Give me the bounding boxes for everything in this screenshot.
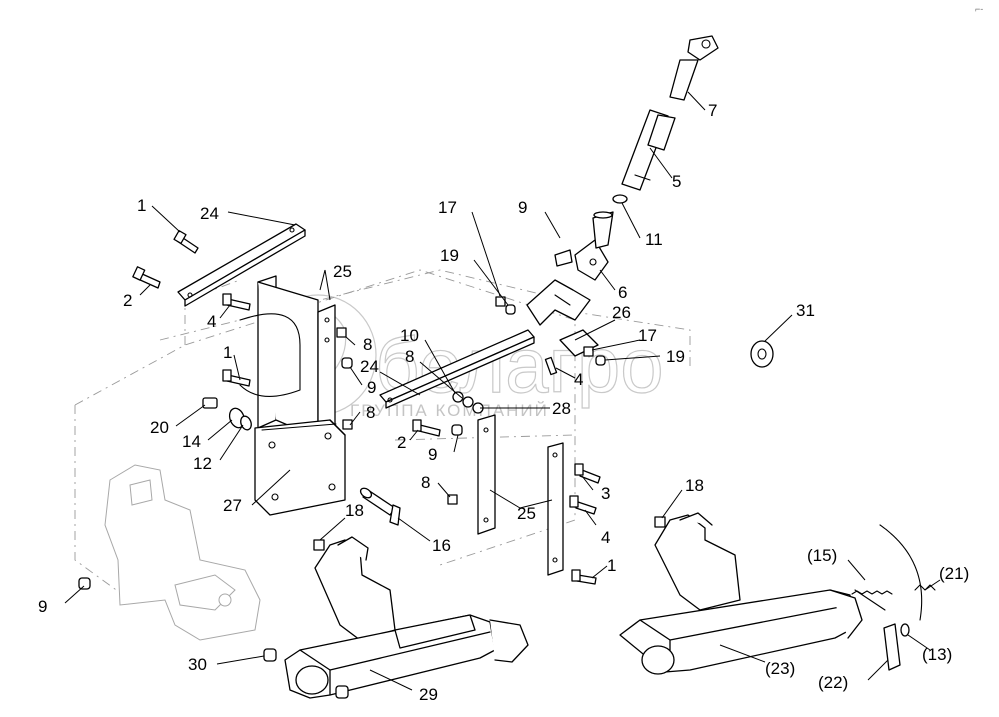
callout-27: 27 [223,496,242,515]
part-6-bracket [574,211,614,281]
callout-9: 9 [367,378,376,397]
callout-5: 5 [672,172,681,191]
watermark-subtitle: ГРУППА КОМПАНИЙ [350,401,549,420]
callout-11: 11 [645,230,663,249]
callout-26: 26 [612,303,631,322]
callout-20: 20 [150,418,169,437]
callout-15: (15) [807,546,837,565]
callout-13: (13) [922,645,952,664]
part-11-clip [612,194,628,204]
callout-23: (23) [765,659,795,678]
nut-30 [263,648,277,662]
callout-14: 14 [182,432,201,451]
callout-9: 9 [38,597,47,616]
callout-8: 8 [363,335,372,354]
part-25-right-bracket [477,414,564,576]
callout-22: (22) [818,673,848,692]
part-31-washer [750,340,774,368]
callout-17: 17 [438,198,457,217]
callout-8: 8 [366,403,375,422]
chain-and-pins [851,524,936,671]
callout-9: 9 [518,198,527,217]
callout-29: 29 [419,685,438,704]
callout-8: 8 [405,347,414,366]
callout-25: 25 [517,504,536,523]
callout-1: 1 [137,196,146,215]
part-26-bracket [526,279,599,357]
callout-24: 24 [360,357,379,376]
washers-left [202,397,252,431]
callout-21: (21) [939,564,969,583]
callout-19: 19 [666,347,685,366]
callout-16: 16 [432,536,451,555]
callout-19: 19 [440,246,459,265]
callout-7: 7 [708,101,717,120]
callout-1: 1 [223,343,232,362]
callout-18: 18 [345,501,364,520]
callout-2: 2 [397,433,406,452]
nuts-middle-left [336,327,353,430]
part-5-turnbuckle [621,109,676,191]
part-24-plate [177,223,306,307]
nut-18-left [313,539,325,551]
callout-31: 31 [796,301,815,320]
nuts-17-19 [495,249,606,376]
callout-4: 4 [574,370,583,389]
callout-labels: 1 24 2 25 4 1 20 14 12 27 8 9 24 8 10 8 … [38,101,969,704]
callout-4: 4 [207,312,216,331]
callout-24: 24 [200,204,219,223]
callout-30: 30 [188,655,207,674]
callout-12: 12 [193,454,212,473]
callout-6: 6 [618,283,627,302]
callout-2: 2 [123,291,132,310]
callout-28: 28 [552,399,571,418]
callout-25: 25 [333,262,352,281]
ghost-loader-bracket [104,464,261,641]
corner-mark: ⌐- [975,4,983,14]
callout-8: 8 [421,473,430,492]
bolts-right [569,463,601,585]
callout-10: 10 [400,326,419,345]
part-23-hitch [619,512,863,675]
nut-9-left [78,577,91,590]
part-29-hitch [284,536,529,699]
callout-3: 3 [601,484,610,503]
leader-lines [64,91,941,691]
callout-4: 4 [601,528,610,547]
bolts-center [412,391,484,505]
part-28-bar [379,329,535,409]
callout-17: 17 [638,326,657,345]
bolts-left [132,230,251,387]
callout-18: 18 [685,476,704,495]
part-7-top-link-end [669,35,719,101]
callout-9: 9 [428,445,437,464]
nut-18-right [654,516,666,528]
part-27-plate [254,419,346,516]
callout-1: 1 [607,556,616,575]
part-16-pin [359,487,401,526]
